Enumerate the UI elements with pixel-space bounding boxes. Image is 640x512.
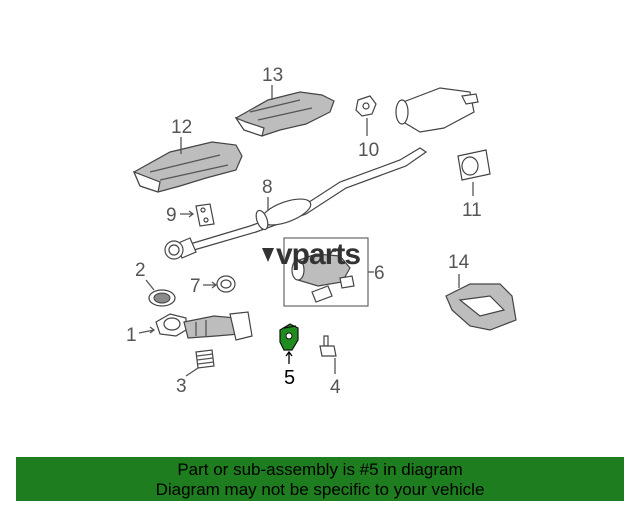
part-6-catalytic-converter[interactable] <box>283 237 369 307</box>
part-7-gasket[interactable] <box>216 275 236 293</box>
leader-3 <box>185 367 199 377</box>
part-5-highlighted[interactable] <box>279 323 299 351</box>
svg-text:vparts: vparts <box>276 238 360 271</box>
part-10-hanger-bracket[interactable] <box>355 95 377 117</box>
callout-7: 7 <box>190 276 201 297</box>
callout-12: 12 <box>171 117 192 138</box>
part-3-spring[interactable] <box>195 349 215 369</box>
part-2-gasket[interactable] <box>148 289 176 307</box>
callout-8: 8 <box>262 177 273 198</box>
callout-14: 14 <box>448 252 470 273</box>
watermark-logo: vparts <box>262 238 361 271</box>
callout-13: 13 <box>262 65 283 86</box>
info-banner: Part or sub-assembly is #5 in diagram Di… <box>16 457 624 501</box>
callout-3: 3 <box>176 376 187 397</box>
callout-1: 1 <box>126 325 137 346</box>
callout-5: 5 <box>284 367 295 389</box>
leader-1 <box>138 326 156 334</box>
part-4-bolt[interactable] <box>319 335 337 357</box>
banner-line-2: Diagram may not be specific to your vehi… <box>155 480 485 499</box>
leader-9 <box>180 210 195 218</box>
part-8-exhaust-pipe-muffler[interactable] <box>175 87 479 259</box>
gasket-ring-upper <box>164 240 184 260</box>
leader-5 <box>285 350 293 364</box>
part-1-front-pipe[interactable] <box>155 311 253 341</box>
callout-6: 6 <box>374 263 385 284</box>
part-14-heat-shield[interactable] <box>445 283 517 331</box>
callout-4: 4 <box>330 377 341 398</box>
banner-line-1: Part or sub-assembly is #5 in diagram <box>177 460 463 479</box>
callout-9: 9 <box>166 205 177 226</box>
leader-2 <box>145 279 155 291</box>
callout-2: 2 <box>135 260 146 281</box>
part-11-hanger-ring[interactable] <box>457 149 491 181</box>
callout-11: 11 <box>462 200 482 221</box>
callout-10: 10 <box>358 140 379 161</box>
part-13-heat-shield[interactable] <box>234 91 335 137</box>
leader-7 <box>203 281 218 289</box>
part-9-rubber-hanger[interactable] <box>195 203 215 227</box>
part-12-heat-shield[interactable] <box>132 141 243 193</box>
